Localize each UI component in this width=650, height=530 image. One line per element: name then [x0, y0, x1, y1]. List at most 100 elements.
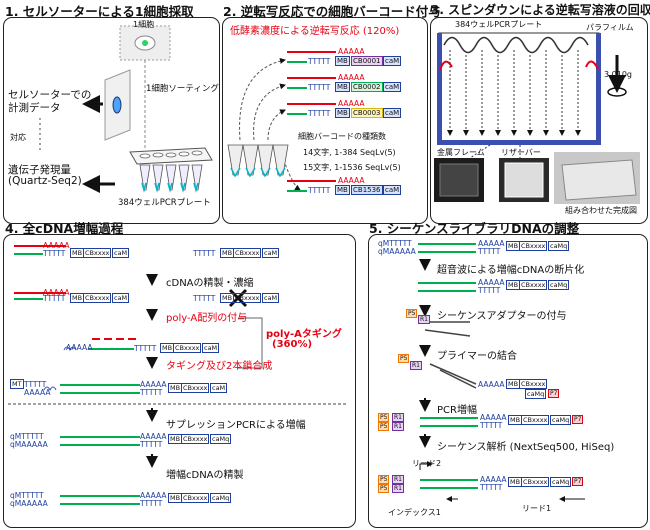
- amp-qmt-1: qMTTTTT: [10, 432, 44, 441]
- rt-cam-3: caM: [383, 108, 402, 118]
- lib-r1-tag-6: R1: [392, 475, 404, 484]
- amp-polyA-6: AAAAA: [24, 388, 51, 397]
- amp-mb-4: MB: [220, 293, 235, 303]
- amp-polyA-1: AAAAA: [43, 241, 70, 250]
- lib-polyA-2: AAAAA: [478, 278, 505, 287]
- step-purify-label: cDNAの精製・濃縮: [166, 278, 254, 289]
- lib-polyT-1: TTTTT: [478, 247, 501, 256]
- step-polyA-label: poly-A配列の付与: [166, 313, 248, 324]
- lib-step-sequencing: シーケンス解析 (NextSeq500, HiSeq): [437, 442, 615, 453]
- amp-cam-3: caM: [112, 293, 130, 303]
- lib-step-sonication: 超音波による増幅cDNAの断片化: [437, 265, 585, 276]
- amp-mb-3: MB: [70, 293, 85, 303]
- amp-cb-4: CBxxxx: [233, 293, 262, 303]
- rt-polyT-3: TTTTT: [308, 109, 331, 118]
- amp-mb-7: MB: [168, 434, 183, 444]
- panel-1: [3, 17, 220, 224]
- lib-step-pcr: PCR増幅: [437, 405, 477, 416]
- amp-polyT-6: TTTTT: [24, 380, 47, 389]
- amp-polyT-2: TTTTT: [193, 249, 216, 258]
- parafilm-label: パラフィルム: [586, 23, 634, 32]
- amp-mb-2: MB: [220, 248, 235, 258]
- amp-qma-1: qMAAAAA: [10, 440, 48, 449]
- amp-cam-1: caM: [112, 248, 130, 258]
- expression-line1: 遺伝子発現量: [8, 164, 71, 176]
- barcode-types-title: 細胞バーコードの種類数: [298, 132, 386, 141]
- amp-cam-5: caM: [202, 343, 220, 353]
- panel-4: [3, 234, 356, 528]
- index1-label: インデックス1: [388, 508, 441, 517]
- rt-polyA-3: AAAAA: [338, 99, 365, 108]
- pcr-plate-label: 384ウェルPCRプレート: [118, 198, 211, 208]
- lib-polyT-2: TTTTT: [478, 286, 501, 295]
- amp-cb-7: CBxxxx: [181, 434, 210, 444]
- rt-polyT-1: TTTTT: [308, 57, 331, 66]
- lib-camq-1: caMq: [548, 241, 570, 251]
- correspondence-label: 対応: [10, 133, 26, 142]
- lib-mb-1: MB: [506, 241, 521, 251]
- step-purify-amp-label: 増幅cDNAの精製: [166, 470, 244, 481]
- lib-cb-4: CBxxxx: [521, 415, 550, 425]
- rt-mb-4: MB: [335, 185, 350, 195]
- lib-p7-tag-4: P7: [572, 415, 584, 424]
- amp-cb-3: CBxxxx: [83, 293, 112, 303]
- lib-mb-2: MB: [506, 280, 521, 290]
- amp-mb-5: MB: [160, 343, 175, 353]
- amp-cb-6: CBxxxx: [181, 383, 210, 393]
- amp-cam-2: caM: [262, 248, 280, 258]
- cell-sorter-illustration: [39, 25, 213, 193]
- lib-p5-tag-7: P5: [378, 484, 390, 493]
- tagging-line1: poly-Aタギング: [266, 329, 342, 340]
- single-cell-sorting-label: 1細胞ソーティング: [146, 84, 219, 94]
- reservoir-label: リザーバー: [501, 148, 541, 157]
- lib-p7-tag-5: P7: [572, 477, 584, 486]
- lib-mb-4: MB: [508, 415, 523, 425]
- lib-r1-tag-4: R1: [392, 413, 404, 422]
- lib-r1-tag-7: R1: [392, 484, 404, 493]
- read2-label: リード2: [412, 459, 442, 468]
- rt-polyA-4: AAAAA: [338, 176, 365, 185]
- amp-polyA-7: AAAAA: [140, 380, 167, 389]
- amp-qmt-2: qMTTTTT: [10, 491, 44, 500]
- rt-barcode-illustration: [227, 51, 336, 192]
- panel-3: [430, 17, 648, 224]
- rt-mb-1: MB: [335, 56, 350, 66]
- lib-p5-tag-6: P5: [378, 475, 390, 484]
- lib-cb-5: CBxxxx: [521, 477, 550, 487]
- spin-down-illustration: [434, 32, 640, 204]
- lib-camq-3: caMq: [525, 389, 547, 399]
- panel-2-title: 2. 逆転写反応での細胞バーコード付与: [223, 4, 441, 19]
- lib-p7-tag-3: P7: [548, 389, 560, 398]
- expression-line2: (Quartz-Seq2): [8, 175, 82, 187]
- lib-cb-2: CBxxxx: [519, 280, 548, 290]
- lib-polyA-5: AAAAA: [480, 475, 507, 484]
- rt-polyT-4: TTTTT: [308, 186, 331, 195]
- step-ds-label: タギング及び2本鎖合成: [166, 361, 273, 372]
- rt-polyA-1: AAAAA: [338, 47, 365, 56]
- rt-polyT-2: TTTTT: [308, 83, 331, 92]
- lib-cb-3: CBxxxx: [519, 379, 548, 389]
- amp-polyA-3: AAAAA: [43, 288, 70, 297]
- amp-polyT-8: TTTTT: [140, 440, 163, 449]
- lib-qma-1: qMAAAAA: [378, 247, 416, 256]
- amp-polyA-5: AAAAA: [66, 343, 93, 352]
- lib-step-adapter: シーケンスアダプターの付与: [437, 311, 567, 322]
- lib-p5-tag-4: P5: [378, 413, 390, 422]
- lib-camq-4: caMq: [550, 415, 572, 425]
- amp-polyT-4: TTTTT: [193, 294, 216, 303]
- panel-2: [222, 17, 428, 224]
- panel-4-title: 4. 全cDNA増幅過程: [5, 221, 124, 236]
- amp-polyT-1: TTTTT: [43, 249, 66, 258]
- lib-p5-tag-1: P5: [406, 309, 418, 318]
- library-prep-illustration: [418, 243, 585, 502]
- barcode-types-2: 15文字, 1-1536 SeqLv(5): [303, 163, 401, 172]
- panel-3-title: 3. スピンダウンによる逆転写溶液の回収: [431, 3, 650, 17]
- lib-r1-tag-1: R1: [418, 315, 430, 324]
- panel-1-title: 1. セルソーターによる1細胞採取: [5, 4, 194, 19]
- lib-r1-tag-5: R1: [392, 422, 404, 431]
- cdna-amplification-illustration: [8, 245, 346, 505]
- lib-step-primer: プライマーの結合: [437, 351, 517, 362]
- rt-cam-4: caM: [383, 185, 402, 195]
- rt-barcode-3: CB0003: [351, 108, 383, 118]
- metal-frame-label: 金属フレーム: [437, 148, 485, 157]
